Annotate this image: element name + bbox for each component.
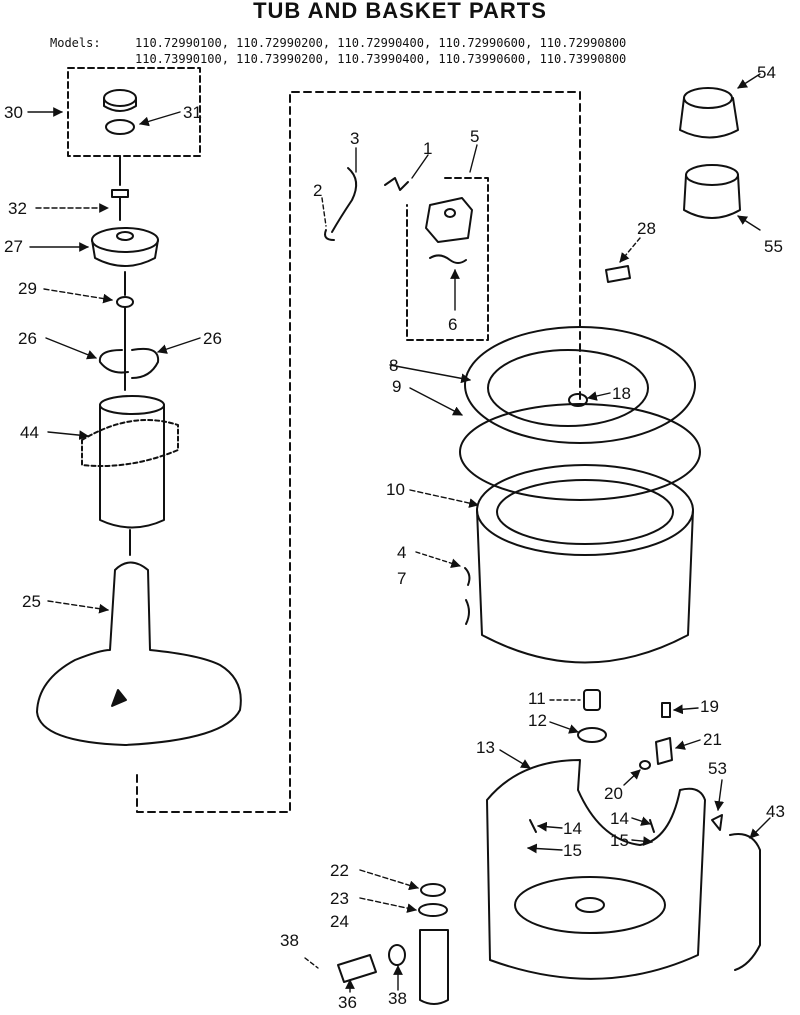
callout-15-left: 15 — [563, 841, 582, 860]
callout-2: 2 — [313, 181, 323, 200]
callout-54: 54 — [757, 63, 776, 82]
models-line-2: 110.73990100, 110.73990200, 110.73990400… — [135, 52, 627, 66]
part-20-ring — [639, 760, 651, 770]
part-18-bolt — [568, 393, 588, 407]
part-14-screw-right — [649, 819, 655, 833]
models-line-1: 110.72990100, 110.72990200, 110.72990400… — [135, 36, 627, 50]
part-8-tub-ring — [464, 326, 696, 444]
callout-13: 13 — [476, 738, 495, 757]
callout-28: 28 — [637, 219, 656, 238]
callout-38-left: 38 — [280, 931, 299, 950]
callout-53: 53 — [708, 759, 727, 778]
callout-36: 36 — [338, 993, 357, 1012]
callout-18: 18 — [612, 384, 631, 403]
callout-55: 55 — [764, 237, 783, 256]
part-24-fitting — [419, 929, 449, 1005]
callout-22: 22 — [330, 861, 349, 880]
part-5-bracket — [425, 197, 473, 243]
callout-38-bottom: 38 — [388, 989, 407, 1008]
callout-23: 23 — [330, 889, 349, 908]
callout-26-right: 26 — [203, 329, 222, 348]
part-30-nut — [103, 89, 137, 112]
part-13-outer-tub — [486, 759, 706, 980]
callout-15-right: 15 — [610, 831, 629, 850]
part-44-sleeve — [81, 395, 179, 529]
part-27-cap — [91, 227, 159, 267]
part-21-fitting — [655, 737, 673, 765]
part-7-clip — [465, 599, 470, 625]
part-26-clip-left — [98, 349, 129, 374]
callout-4: 4 — [397, 543, 407, 562]
callout-30: 30 — [4, 103, 23, 122]
part-53-clamp — [711, 814, 723, 831]
callout-5: 5 — [470, 127, 480, 146]
part-26-clip-right — [131, 347, 160, 379]
part-6-spring — [429, 254, 467, 264]
part-43-hose — [729, 833, 761, 971]
callout-10: 10 — [386, 480, 405, 499]
callout-27: 27 — [4, 237, 23, 256]
callout-9: 9 — [392, 377, 402, 396]
part-36-tube — [337, 954, 377, 983]
part-38-clamp — [388, 944, 406, 966]
part-28-bumper — [605, 265, 631, 283]
part-4-clip — [464, 567, 471, 586]
callout-14-right: 14 — [610, 809, 629, 828]
group-box-30 — [67, 67, 201, 157]
part-1-clip — [384, 177, 409, 191]
part-55-cap — [683, 164, 741, 219]
part-32-bolt — [111, 189, 129, 221]
part-54-cap — [679, 87, 739, 139]
diagram-title: TUB AND BASKET PARTS — [253, 0, 547, 23]
callout-44: 44 — [20, 423, 39, 442]
part-31-washer — [105, 119, 135, 135]
part-2-clamp — [324, 229, 335, 241]
models-label: Models: — [50, 36, 101, 50]
part-29-ring — [116, 296, 134, 308]
part-11-nut — [583, 689, 601, 711]
group-box-5 — [406, 177, 489, 341]
callout-25: 25 — [22, 592, 41, 611]
part-3-hose — [331, 167, 358, 233]
assembly-connector-frame — [136, 91, 581, 813]
callout-7: 7 — [397, 569, 407, 588]
callout-12: 12 — [528, 711, 547, 730]
part-23-ring — [418, 903, 448, 917]
callout-31: 31 — [183, 103, 202, 122]
callout-43: 43 — [766, 802, 785, 821]
callout-26-left: 26 — [18, 329, 37, 348]
part-12-washer — [577, 727, 607, 743]
part-25-agitator — [36, 561, 242, 746]
callout-3: 3 — [350, 129, 360, 148]
callout-24: 24 — [330, 912, 349, 931]
callout-21: 21 — [703, 730, 722, 749]
part-9-gasket — [459, 403, 701, 501]
part-19-cap — [661, 702, 671, 718]
callout-8: 8 — [389, 356, 399, 375]
part-10-basket — [476, 464, 694, 664]
part-14-screw-left — [529, 819, 537, 833]
callout-14-left: 14 — [563, 819, 582, 838]
callout-11: 11 — [528, 689, 546, 708]
callout-19: 19 — [700, 697, 719, 716]
part-22-seal — [420, 883, 446, 897]
callout-20: 20 — [604, 784, 623, 803]
callout-6: 6 — [448, 315, 458, 334]
callout-1: 1 — [423, 139, 433, 158]
callout-32: 32 — [8, 199, 27, 218]
callout-29: 29 — [18, 279, 37, 298]
